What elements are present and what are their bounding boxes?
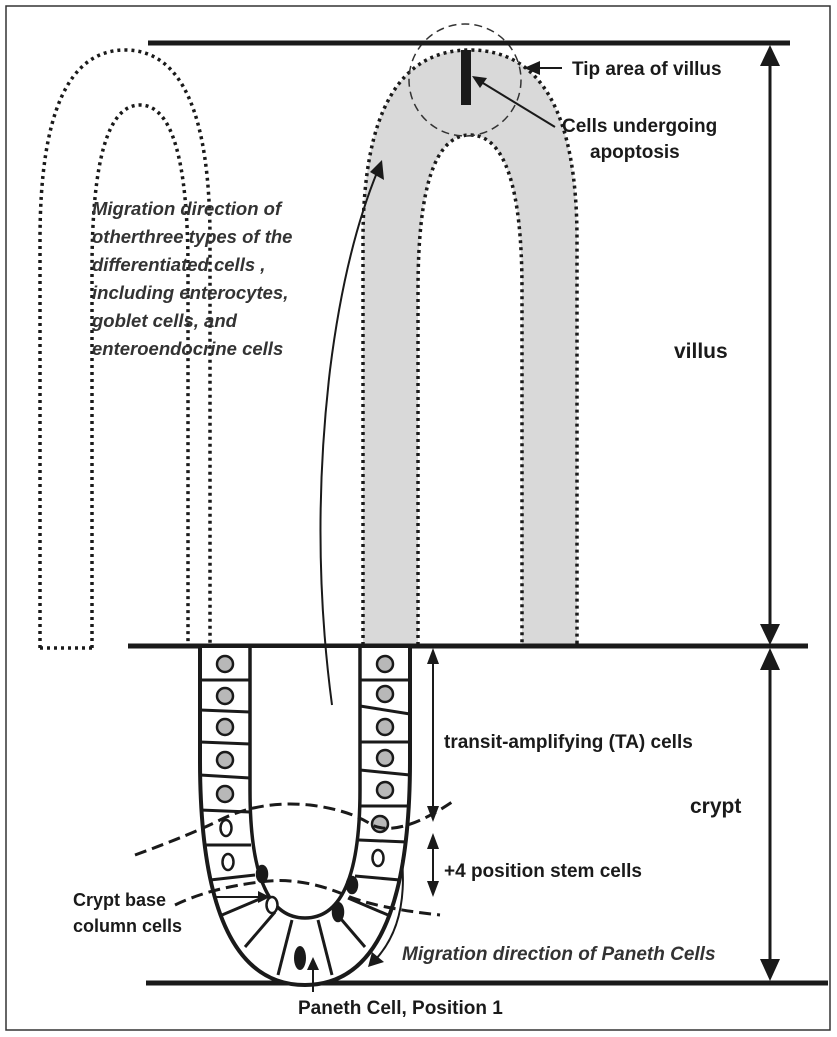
villus-arrow-head-top (760, 45, 780, 66)
ta-cells-label: transit-amplifying (TA) cells (444, 732, 693, 753)
paneth-position-label: Paneth Cell, Position 1 (298, 998, 503, 1019)
villus-arrow-head-bottom (760, 624, 780, 645)
stem-arrow-head-top (427, 833, 439, 849)
crypt-base-label-line1: Crypt base (73, 890, 166, 910)
stem-cells-label: +4 position stem cells (444, 861, 642, 882)
other-cells-migration-label: Migration direction of otherthree types … (91, 198, 292, 359)
stem-arrow-head-bottom (427, 881, 439, 897)
migration-label-line: including enterocytes, (92, 282, 288, 303)
crypt-arrow-head-top (760, 648, 780, 670)
migration-label-line: otherthree types of the (92, 226, 292, 247)
right-villus-inner-outline (418, 135, 522, 645)
migration-label-line: goblet cells, and (91, 310, 238, 331)
apoptosis-label-line2: apoptosis (590, 142, 680, 163)
migration-label-line: differentiated cells , (92, 254, 265, 275)
apoptosis-label-line1: Cells undergoing (562, 116, 717, 137)
migration-label-line: enteroendocrine cells (92, 338, 283, 359)
migration-label-line: Migration direction of (92, 198, 283, 219)
tip-area-label: Tip area of villus (572, 59, 722, 80)
ta-arrow-head-top (427, 648, 439, 664)
crypt-base-label-line2: column cells (73, 916, 182, 936)
apoptosis-cells-bar (461, 50, 471, 105)
paneth-migration-label: Migration direction of Paneth Cells (402, 944, 716, 965)
left-villus-inner-outline (92, 105, 188, 648)
right-villus-shading (363, 50, 577, 645)
villus-label: villus (674, 340, 728, 363)
crypt-label: crypt (690, 795, 741, 818)
paneth-cell-nucleus (294, 946, 306, 970)
crypt-arrow-head-bottom (760, 959, 780, 981)
